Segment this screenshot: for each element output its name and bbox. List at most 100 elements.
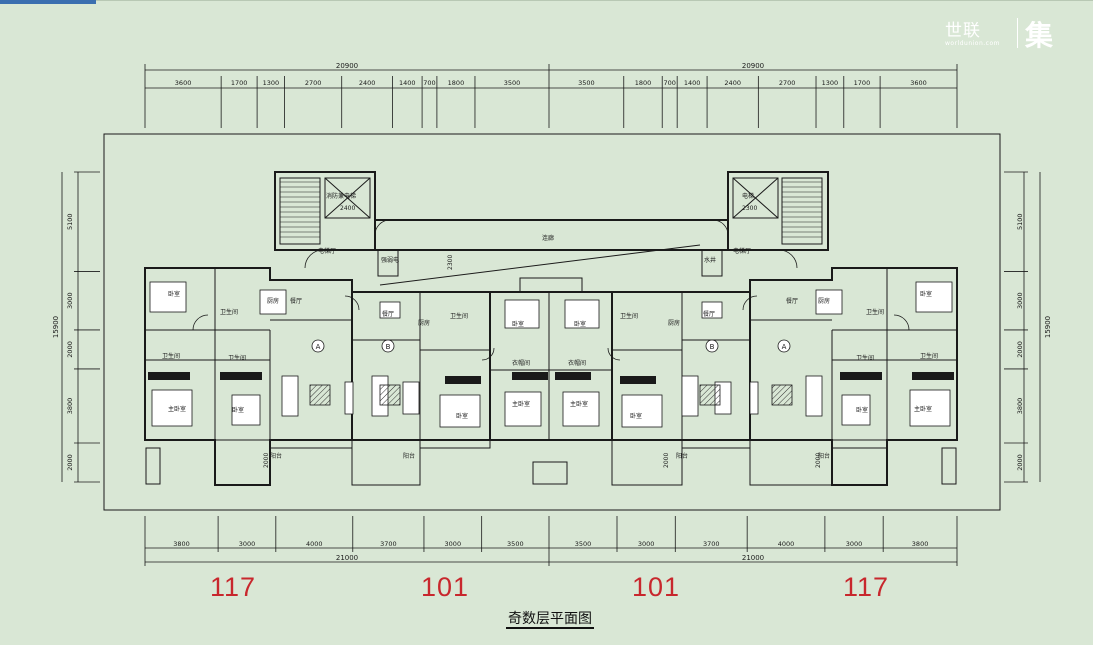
room-bath: 卫生间 [620, 312, 638, 320]
furniture-beds [149, 281, 953, 428]
top-ticks-right [623, 76, 881, 128]
dim-top-right-label: 3500 [578, 79, 595, 87]
brand-mark: 集 [1025, 19, 1054, 52]
dim-bottom-right-label: 3000 [846, 540, 863, 548]
dim-top-left-label: 2700 [305, 79, 322, 87]
dim-bottom-left-label: 3800 [173, 540, 190, 548]
dim-bottom-overall-right: 21000 [742, 554, 764, 562]
unit-number-4: 117 [843, 572, 890, 602]
dim-2000-balcony-right: 2000 [815, 453, 822, 468]
brand-name: 世联 [945, 21, 981, 41]
dim-top-overall-left: 20900 [336, 62, 358, 70]
room-bath: 卫生间 [856, 354, 874, 362]
dim-right-label: 2000 [1016, 454, 1024, 471]
dim-left-label: 2000 [66, 454, 74, 471]
dim-bottom-left-label: 3000 [445, 540, 462, 548]
dim-bottom-right-label: 3500 [575, 540, 592, 548]
furniture-living [259, 289, 843, 417]
dim-right-overall: 15900 [1044, 316, 1052, 338]
room-master-bedroom: 主卧室 [512, 400, 530, 408]
room-balcony: 阳台 [270, 452, 282, 460]
room-master-bedroom: 主卧室 [168, 405, 186, 413]
room-bedroom: 卧室 [574, 320, 586, 328]
dim-bottom-right-label: 3800 [912, 540, 929, 548]
dim-right-label: 2000 [1016, 341, 1024, 358]
dim-top-left-label: 700 [423, 79, 435, 87]
dim-left-label: 3000 [66, 292, 74, 309]
room-bedroom: 卧室 [456, 412, 468, 420]
active-tab-indicator [0, 0, 96, 4]
dim-top-right-label: 2700 [779, 79, 796, 87]
dim-left-label: 2000 [66, 341, 74, 358]
room-kitchen: 厨房 [668, 319, 680, 327]
brand-logo: 世联 worldunion.com 集 [945, 14, 1075, 54]
dim-top-right-label: 2400 [724, 79, 741, 87]
room-dining: 餐厅 [290, 297, 302, 305]
room-elevator-hall: 电梯厅 [733, 247, 751, 255]
dim-bottom-left-label: 3000 [239, 540, 256, 548]
dim-right-label: 5100 [1016, 213, 1024, 230]
dim-top-left-label: 2400 [359, 79, 376, 87]
dim-bottom-right-label: 4000 [778, 540, 795, 548]
unit-number-2: 101 [421, 572, 470, 602]
building-walls [144, 171, 958, 486]
room-dining: 餐厅 [382, 310, 394, 318]
room-bedroom: 卧室 [232, 406, 244, 414]
dim-top-right-label: 3600 [910, 79, 927, 87]
room-elevator-hall: 电梯厅 [318, 247, 336, 255]
plan-title-underline [506, 627, 594, 629]
room-balcony: 阳台 [818, 452, 830, 460]
room-bath: 卫生间 [162, 352, 180, 360]
room-dining: 餐厅 [703, 310, 715, 318]
room-bedroom: 卧室 [168, 290, 180, 298]
room-balcony: 阳台 [403, 452, 415, 460]
furniture-wardrobes [148, 372, 954, 384]
unit-type-b-left: B [386, 343, 391, 351]
bottom-ticks [217, 516, 884, 552]
room-bath: 卫生间 [920, 352, 938, 360]
interior-partitions [145, 177, 957, 486]
bottom-dimension-lines [144, 516, 958, 566]
dim-left-label: 3800 [66, 398, 74, 415]
room-bath: 卫生间 [228, 354, 246, 362]
unit-type-b-right: B [710, 343, 715, 351]
dim-2000-balcony-center: 2000 [663, 453, 670, 468]
top-border-line [0, 0, 1093, 1]
side-ticks [74, 171, 1028, 483]
dim-left-overall: 15900 [52, 316, 60, 338]
room-strong-electric: 强弱电 [381, 256, 399, 264]
room-elevator-left: 消防兼电梯 [326, 192, 356, 200]
top-ticks-left [220, 76, 476, 128]
dim-top-left-label: 3600 [175, 79, 192, 87]
stair-lines [280, 181, 822, 238]
room-water-well: 水井 [704, 256, 716, 264]
room-balcony: 阳台 [676, 452, 688, 460]
room-kitchen: 厨房 [267, 297, 279, 305]
dim-top-right-label: 1400 [684, 79, 701, 87]
room-bath: 卫生间 [866, 308, 884, 316]
top-dimension-lines [144, 64, 958, 128]
dim-bottom-left-label: 4000 [306, 540, 323, 548]
room-closet: 衣帽间 [512, 359, 530, 367]
drawing-frame [103, 133, 1001, 511]
brand-subtitle: worldunion.com [945, 40, 1000, 47]
room-kitchen: 厨房 [418, 319, 430, 327]
room-corridor: 连廊 [542, 234, 554, 242]
dim-top-right-label: 1300 [822, 79, 839, 87]
dim-top-right-label: 1700 [854, 79, 871, 87]
dim-top-overall-right: 20900 [742, 62, 764, 70]
room-kitchen: 厨房 [818, 297, 830, 305]
dim-2000-balcony-left: 2000 [263, 453, 270, 468]
logo-separator [1017, 18, 1018, 48]
dim-top-right-label: 700 [663, 79, 675, 87]
room-master-bedroom: 主卧室 [914, 405, 932, 413]
dim-right-label: 3800 [1016, 398, 1024, 415]
dim-right-label: 3000 [1016, 292, 1024, 309]
unit-type-a-left: A [316, 343, 321, 351]
dim-bottom-overall-left: 21000 [336, 554, 358, 562]
